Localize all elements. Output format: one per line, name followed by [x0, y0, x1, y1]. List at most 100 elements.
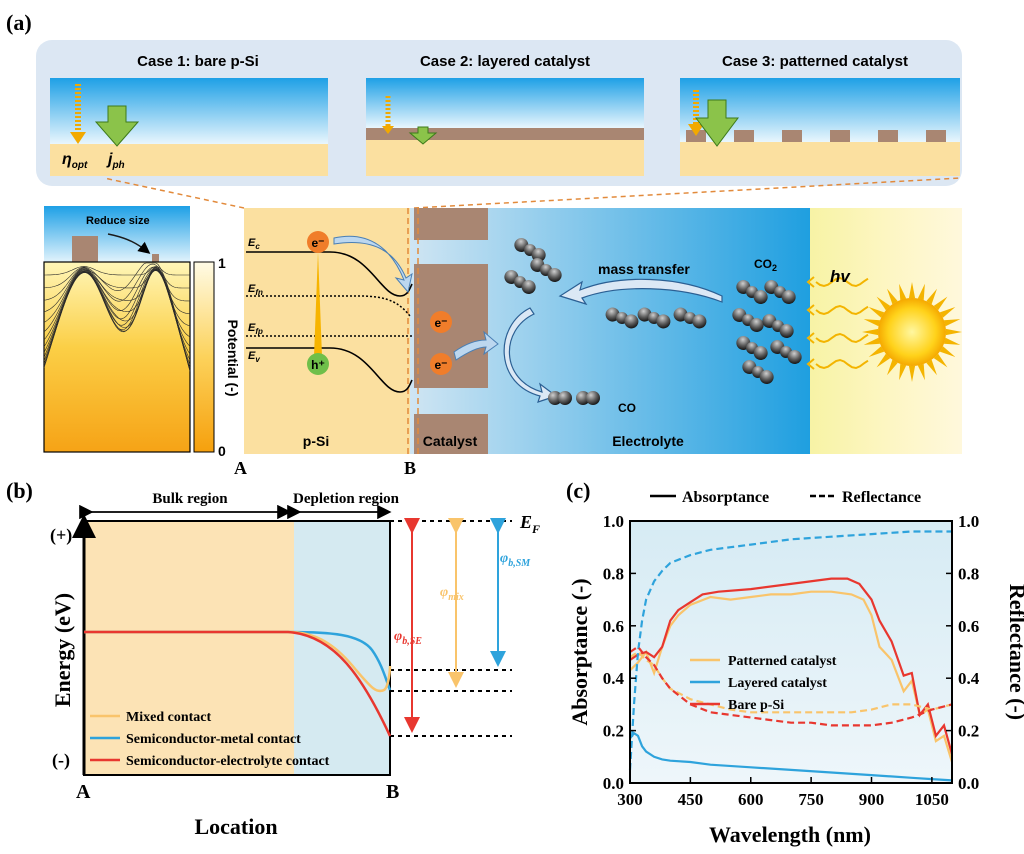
case-2-title: Case 2: layered catalyst	[420, 53, 590, 70]
atom-icon	[753, 290, 768, 304]
efn-label: Efn	[248, 283, 263, 297]
atom-icon	[759, 370, 774, 384]
curve-electrolyte	[84, 630, 392, 737]
sun-ray	[933, 296, 948, 311]
light-wave	[815, 358, 869, 370]
y-tick-label: 0.4	[603, 669, 625, 688]
x-tick-label: 1050	[915, 790, 949, 809]
molecule-icon	[504, 270, 536, 294]
sun-ray	[926, 288, 937, 305]
case-3-j-arrow	[695, 99, 739, 147]
legend-text-mixed: Mixed contact	[126, 710, 211, 725]
electron-label: e⁻	[311, 236, 324, 250]
atom-icon	[548, 391, 562, 405]
y-tick-label-right: 0.8	[958, 564, 979, 583]
case-3-catalyst-5	[878, 130, 898, 142]
colorbar	[193, 261, 215, 453]
ec-label: Ec	[248, 237, 260, 251]
x-tick-label: 900	[859, 790, 885, 809]
molecule-icon	[576, 391, 600, 405]
atom-icon	[558, 391, 572, 405]
case-2-j-arrow	[408, 126, 438, 145]
case-3: Case 3: patterned catalyst	[680, 53, 960, 176]
reduce-size-arrow	[107, 233, 151, 254]
reduce-size-label: Reduce size	[86, 215, 150, 227]
molecules	[504, 238, 802, 405]
point-a-top: A	[234, 458, 247, 478]
zoom-line-right	[413, 177, 961, 209]
light-wave	[815, 304, 869, 316]
molecule-icon	[742, 360, 774, 384]
co-label: CO	[618, 401, 636, 415]
plot-background	[630, 521, 952, 783]
atom-icon	[749, 318, 764, 332]
hole-ball	[307, 353, 329, 375]
sun-ray	[943, 337, 961, 345]
mass-transfer-arrow	[558, 278, 723, 306]
contour-line	[43, 262, 191, 372]
panel-b: Bulk region Depletion region EF φb,SE φm…	[50, 491, 540, 839]
bulk-region-fill	[84, 521, 294, 775]
sun-icon	[862, 282, 962, 382]
sun-ray	[939, 346, 956, 357]
light-wave-head	[806, 304, 815, 316]
case-1: Case 1: bare p-Si ηopt jph	[50, 53, 328, 176]
case-1-si	[50, 144, 328, 176]
contour-block-small	[152, 254, 159, 262]
sun-ray	[863, 337, 881, 345]
catalyst-electron-2	[430, 353, 452, 375]
plus-label: (+)	[50, 525, 72, 546]
light-wave-head	[806, 332, 815, 344]
sun-ray	[945, 328, 962, 336]
colorbar-bottom: 0	[218, 443, 226, 459]
molecule-icon	[673, 307, 707, 329]
molecule-icon	[732, 308, 764, 332]
series-legend-text-bare: Bare p-Si	[728, 698, 784, 713]
atom-icon	[779, 324, 794, 338]
atom-icon	[586, 391, 600, 405]
catalyst-top	[414, 208, 488, 240]
bulk-label: Bulk region	[152, 491, 228, 507]
point-a-bottom: A	[76, 781, 91, 803]
panel-c-tag: (c)	[566, 478, 590, 503]
c-ylabel-right: Reflectance (-)	[1005, 584, 1024, 720]
sun-ray	[887, 359, 898, 376]
ev-label: Ev	[248, 350, 260, 364]
legend-text-electrolyte: Semiconductor-electrolyte contact	[126, 754, 330, 769]
atom-icon	[521, 280, 536, 294]
efp-label: Efp	[248, 322, 263, 336]
molecule-icon	[530, 258, 562, 282]
light-waves	[806, 276, 869, 370]
sun-ray	[876, 353, 891, 368]
case-2: Case 2: layered catalyst	[366, 53, 644, 176]
case-3-catalyst-2	[734, 130, 754, 142]
panel-b-legend: Mixed contact Semiconductor-metal contac…	[90, 710, 330, 769]
y-tick-label-right: 1.0	[958, 512, 979, 531]
electron-ball	[307, 231, 329, 253]
sun-ray	[862, 328, 879, 336]
atom-icon	[656, 314, 671, 329]
series-line-reflectance-4	[628, 530, 952, 770]
phi-se-label: φb,SE	[394, 629, 422, 647]
x-tick-label: 600	[738, 790, 764, 809]
band-scene: Ec Efn Efp Ev e⁻ h⁺ e⁻ e⁻ mass transfer …	[244, 208, 962, 454]
fermi-n	[246, 295, 411, 317]
x-tick-label: 750	[798, 790, 824, 809]
catalyst-electron-1	[430, 311, 452, 333]
atom-icon	[624, 314, 639, 329]
case-3-catalyst-3	[782, 130, 802, 142]
point-b-bottom: B	[386, 781, 399, 803]
molecule-icon	[736, 336, 768, 360]
light-wave-head	[806, 358, 815, 370]
case-3-catalyst-4	[830, 130, 850, 142]
sun-ray	[863, 319, 881, 327]
contour-block-large	[72, 236, 98, 262]
sun-ray	[899, 283, 907, 301]
sun-ray	[933, 353, 948, 368]
valence-band	[246, 347, 413, 393]
contour-inset: Reduce size 1 0 Potential (-)	[43, 206, 241, 459]
sun-ray	[868, 307, 885, 318]
panel-b-tag: (b)	[6, 478, 33, 503]
location-xlabel: Location	[194, 814, 277, 839]
